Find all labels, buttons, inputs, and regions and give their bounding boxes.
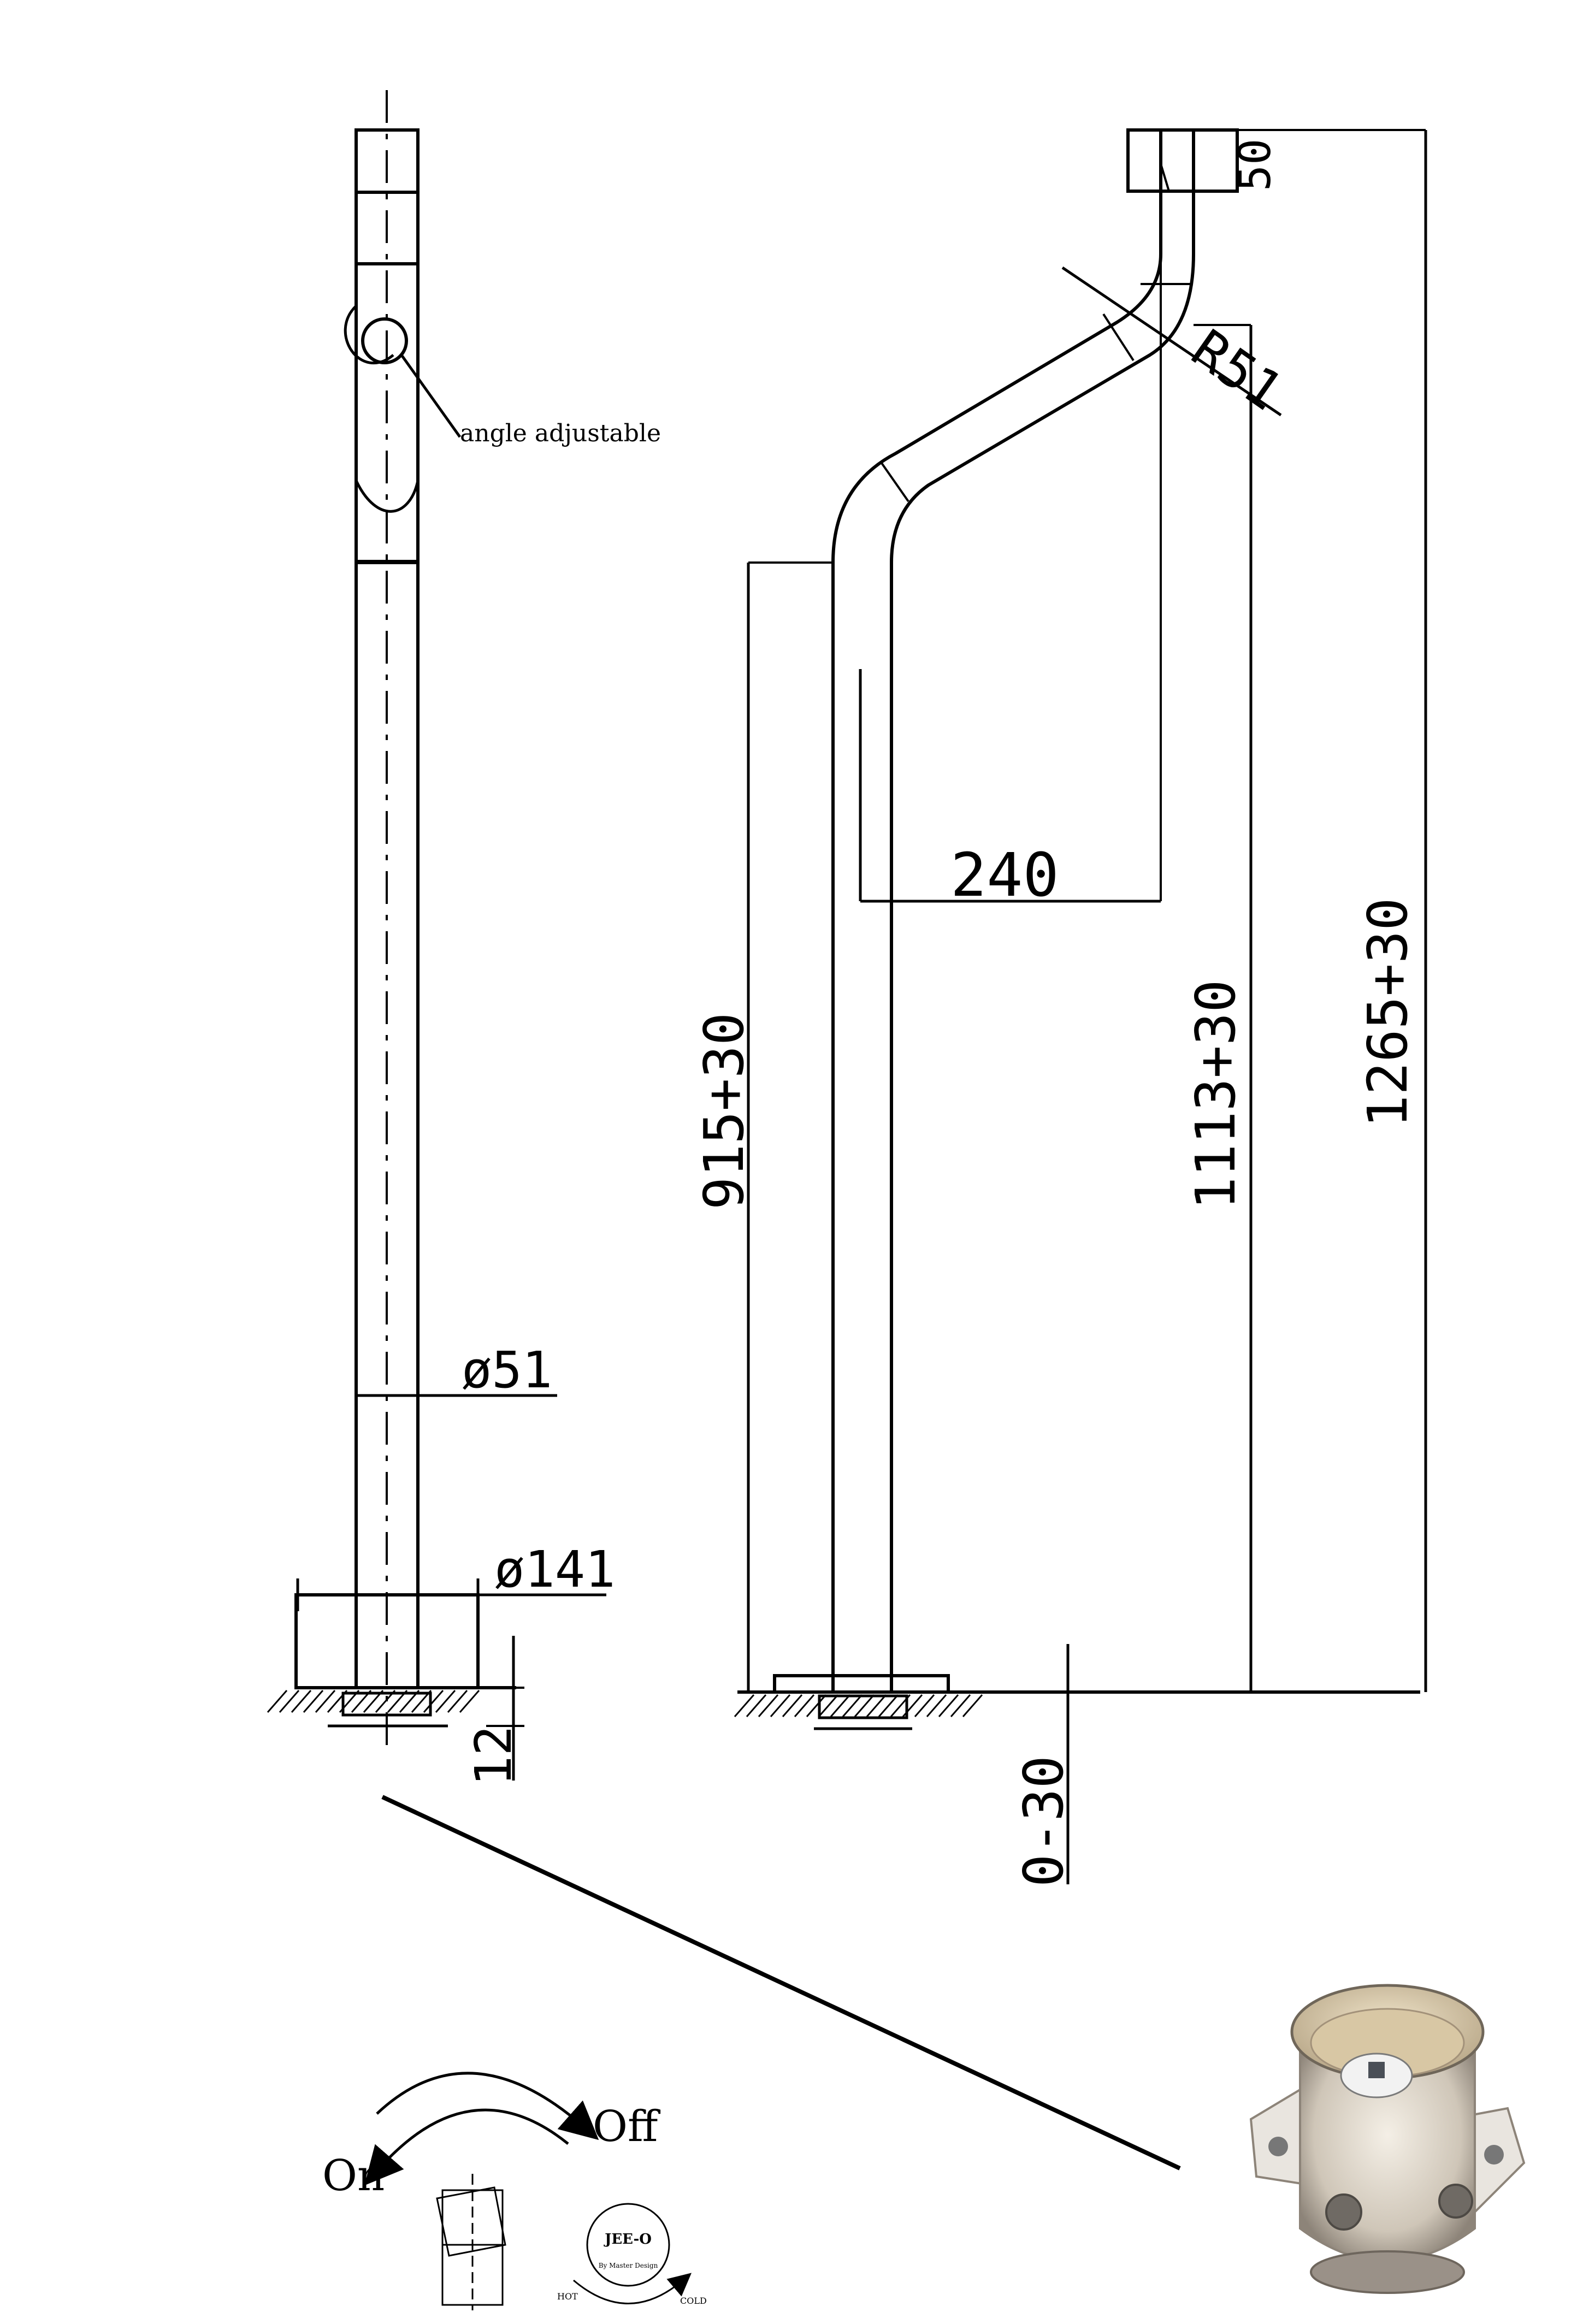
dial-brand: JEE-O [604,2231,652,2248]
side-floor-hatch [267,1690,480,1713]
lever-sketch [436,2174,506,2310]
connector-line [381,1795,1181,2171]
angle-adjustable-label: angle adjustable [460,419,661,447]
front-floor-hatch [734,1694,983,1717]
valve-body-photo [1249,1984,1526,2294]
operation-sketch [364,2072,692,2310]
off-label: Off [593,2102,661,2151]
dim-shaft-diameter: ø51 [462,1341,552,1399]
handle-pivot-icon [361,317,408,364]
side-view [294,90,606,1781]
dim-spout-height: 915+30 [692,1013,756,1210]
dial-icon [586,2203,670,2287]
dim-mid-height: 1113+30 [1184,980,1248,1210]
dim-total-height: 1265+30 [1356,898,1420,1128]
dial-hot-label: HOT [557,2291,578,2302]
off-arrow-icon [376,2072,599,2140]
dial-cold-label: COLD [680,2296,707,2306]
dim-tip-height: 50 [1230,139,1280,191]
dim-bend-radius: R51 [1181,318,1293,422]
front-mount [818,1694,908,1719]
spout-outer [831,130,1162,1690]
dim-floor-depth: 0-30 [1012,1755,1076,1887]
spout-inner [890,130,1195,1690]
dim-reach: 240 [950,840,1059,910]
spout-tip [1126,128,1239,193]
front-view [737,128,1427,1884]
front-base [773,1674,950,1694]
on-label: On [322,2151,385,2201]
dim-plate-thickness: 12 [464,1725,523,1786]
dim-base-diameter: ø141 [494,1540,616,1599]
on-arrow-icon [364,2108,569,2186]
dial-center-text: By Master Design [599,2262,658,2269]
angle-callout-leader [400,354,462,438]
